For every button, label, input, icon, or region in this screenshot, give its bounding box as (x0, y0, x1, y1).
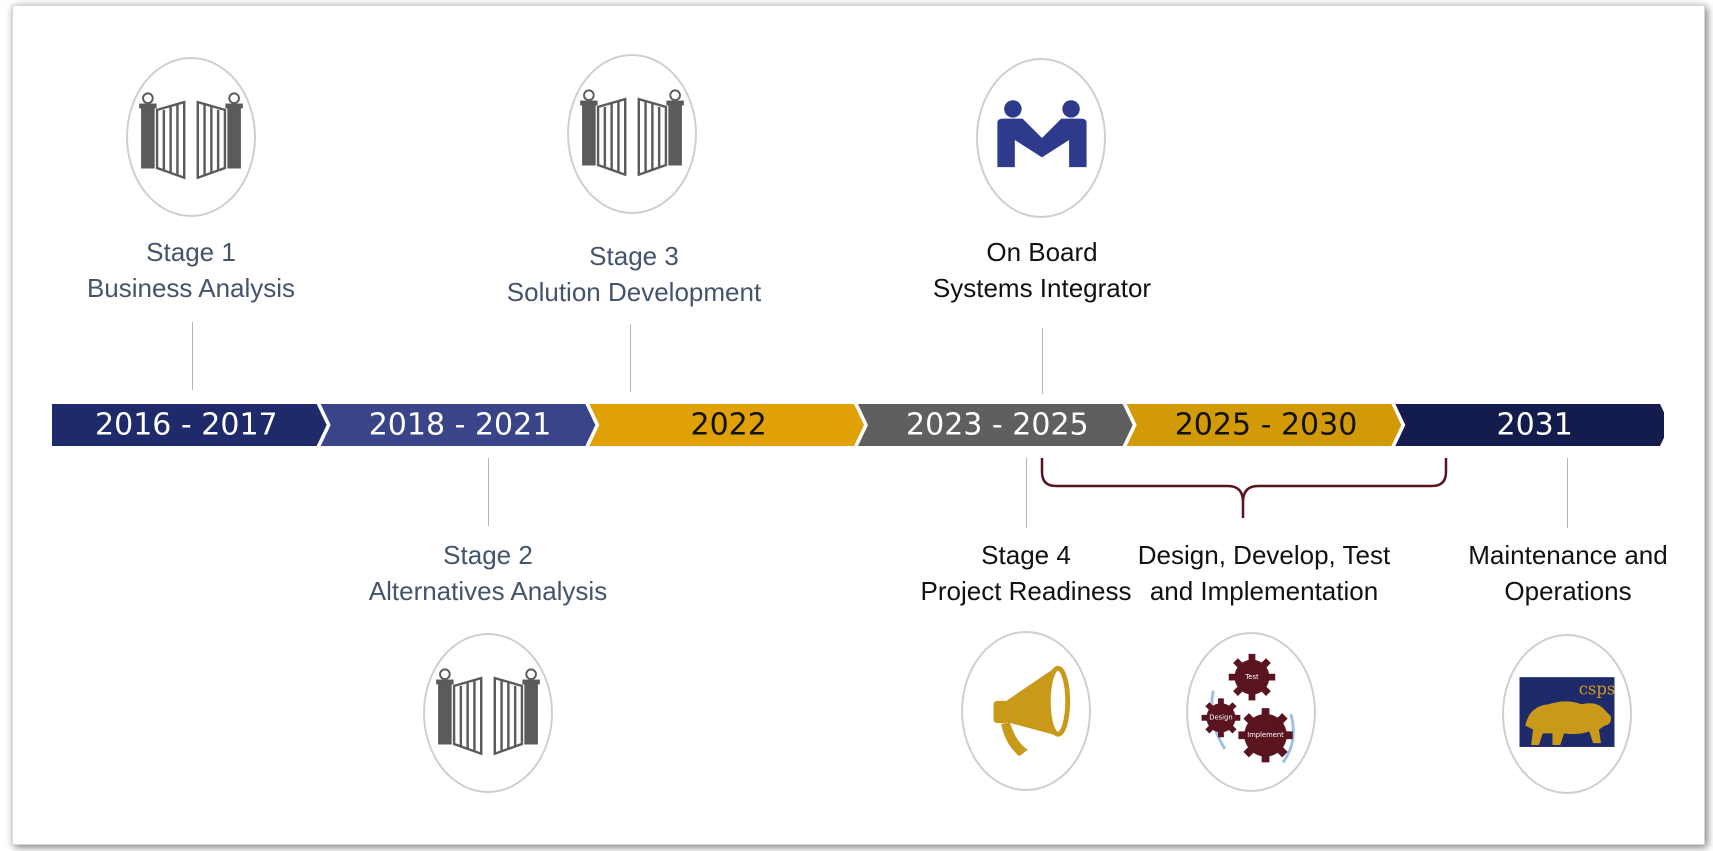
stage1-connector (192, 322, 193, 390)
timeline-segment (858, 404, 1133, 446)
stage2-connector (488, 458, 489, 526)
stage3-title: Stage 3 (589, 241, 679, 271)
stage1-label: Stage 1 Business Analysis (61, 234, 321, 306)
timeline-segment-label: 2022 (690, 408, 766, 443)
gate-icon (436, 668, 540, 756)
stage3-icon-circle (567, 54, 697, 214)
handshake-people-icon (997, 100, 1087, 168)
gear-label-design: Design (1209, 714, 1232, 722)
ddti-subtitle: and Implementation (1149, 576, 1379, 606)
stage4-subtitle: Project Readiness (920, 576, 1132, 606)
stage2-icon-circle (423, 633, 553, 793)
gate-icon (580, 89, 684, 177)
timeline-segment (1395, 404, 1664, 446)
gears-icon: Test Design Implement (1201, 653, 1295, 764)
timeline-bar: 2016 - 2017 2018 - 2021 2022 2023 - 2025 202… (52, 404, 1664, 446)
ddti-icon-circle: Test Design Implement (1186, 632, 1316, 792)
mo-connector (1567, 458, 1568, 528)
timeline-segment (320, 404, 596, 446)
stage1-icon-circle (126, 57, 256, 217)
stage2-title: Stage 2 (443, 540, 533, 570)
timeline-segment (589, 404, 864, 446)
onboard-label: On Board Systems Integrator (892, 234, 1192, 306)
stage4-icon-circle (961, 631, 1091, 791)
stage3-subtitle: Solution Development (506, 277, 762, 307)
megaphone-icon (993, 665, 1071, 757)
stage1-subtitle: Business Analysis (86, 273, 296, 303)
stage1-title: Stage 1 (146, 237, 236, 267)
stage2-label: Stage 2 Alternatives Analysis (338, 537, 638, 609)
onboard-connector (1042, 328, 1043, 394)
ddti-title: Design, Develop, Test (1137, 540, 1391, 570)
timeline-segment-label: 2018 - 2021 (369, 408, 552, 443)
mo-label: Maintenance and Operations (1448, 537, 1688, 609)
gear-label-implement: Implement (1247, 731, 1284, 739)
onboard-subtitle: Systems Integrator (932, 273, 1152, 303)
timeline-segment (1126, 404, 1402, 446)
timeline-segment-label: 2025 - 2030 (1175, 408, 1358, 443)
onboard-icon-circle (976, 58, 1106, 218)
stage4-connector (1026, 458, 1027, 528)
timeline-segment-label: 2023 - 2025 (906, 408, 1089, 443)
bear-logo-icon: csps (1519, 677, 1616, 747)
ddti-label: Design, Develop, Test and Implementation (1114, 537, 1414, 609)
gate-icon (139, 92, 243, 180)
bracket-ddti (1040, 458, 1448, 518)
gear-label-test: Test (1244, 673, 1259, 681)
stage4-title: Stage 4 (981, 540, 1071, 570)
stage4-label: Stage 4 Project Readiness (906, 537, 1146, 609)
mo-subtitle: Operations (1504, 576, 1632, 606)
mo-icon-circle: csps (1502, 634, 1632, 794)
stage3-connector (630, 324, 631, 392)
timeline-segment (52, 404, 327, 446)
stage2-subtitle: Alternatives Analysis (368, 576, 608, 606)
timeline-segment-label: 2016 - 2017 (95, 408, 278, 443)
timeline-segment-label: 2031 (1496, 408, 1572, 443)
logo-text: csps (1579, 680, 1616, 699)
onboard-title: On Board (986, 237, 1098, 267)
mo-title: Maintenance and (1468, 540, 1668, 570)
stage3-label: Stage 3 Solution Development (484, 238, 784, 310)
